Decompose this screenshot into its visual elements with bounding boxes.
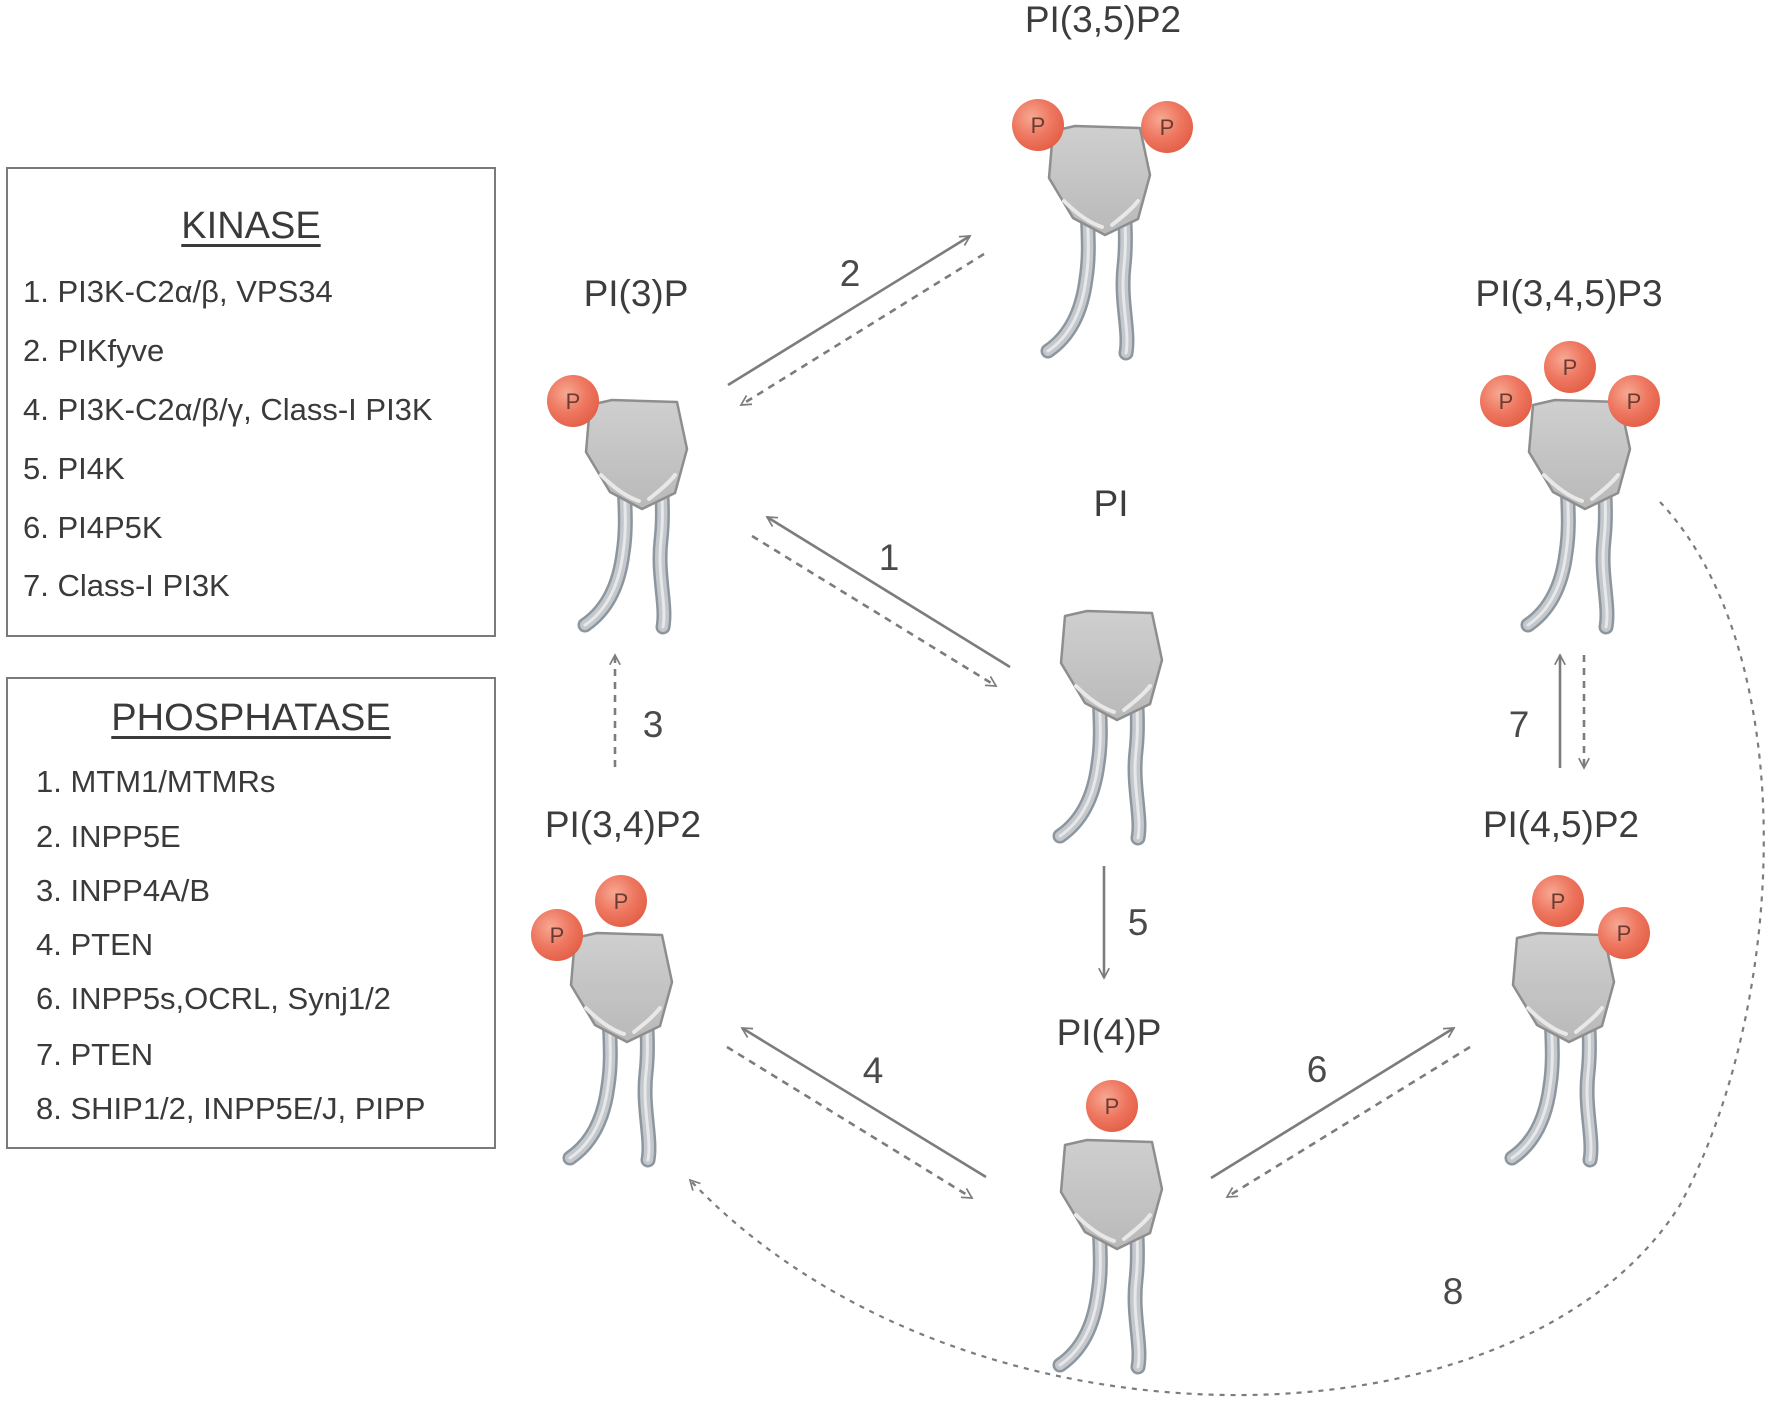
phosphatase-legend-title: PHOSPHATASE <box>111 697 391 739</box>
arrow-1-phosphatase <box>751 534 998 688</box>
svg-text:P: P <box>1563 355 1578 380</box>
phosphatase-legend-item: 3. INPP4A/B <box>36 873 211 908</box>
svg-text:P: P <box>1617 921 1632 946</box>
label-pi3p: PI(3)P <box>584 273 689 314</box>
svg-text:P: P <box>614 889 629 914</box>
phosphate-icon: P <box>531 909 583 961</box>
phosphate-icon: P <box>547 375 599 427</box>
step-numbers: 2 1 3 5 4 6 7 8 <box>643 253 1530 1312</box>
molecule-pi4p: P <box>1060 1080 1164 1367</box>
molecule-pi345p3: P P P <box>1480 341 1660 627</box>
svg-text:P: P <box>1105 1094 1120 1119</box>
arrow-6-kinase <box>1210 1026 1456 1180</box>
step-label-3: 3 <box>643 704 664 745</box>
label-pi45p2: PI(4,5)P2 <box>1483 804 1639 845</box>
phosphatase-legend-item: 4. PTEN <box>36 927 154 962</box>
phosphate-icon: P <box>1532 875 1584 927</box>
reaction-arrows <box>609 234 1765 1397</box>
molecule-pi34p2: P P <box>531 875 674 1160</box>
step-label-6: 6 <box>1307 1049 1328 1090</box>
phosphate-icon: P <box>1544 341 1596 393</box>
kinase-legend-item: 1. PI3K-C2α/β, VPS34 <box>23 274 333 309</box>
arrow-6-phosphatase <box>1225 1045 1471 1199</box>
molecule-pi <box>1060 609 1164 838</box>
step-label-2: 2 <box>840 253 861 294</box>
phosphate-icon: P <box>1480 375 1532 427</box>
molecule-pi45p2: P P <box>1512 875 1650 1160</box>
label-pi34p2: PI(3,4)P2 <box>545 804 701 845</box>
label-pi345p3: PI(3,4,5)P3 <box>1475 273 1662 314</box>
kinase-legend: KINASE 1. PI3K-C2α/β, VPS34 2. PIKfyve 4… <box>6 167 496 637</box>
phosphate-icon: P <box>1141 101 1193 153</box>
label-pi35p2: PI(3,5)P2 <box>1025 0 1181 40</box>
step-label-1: 1 <box>879 537 900 578</box>
kinase-legend-item: 4. PI3K-C2α/β/γ, Class-I PI3K <box>23 392 433 427</box>
arrow-2-phosphatase <box>739 252 985 407</box>
phosphatase-legend-item: 2. INPP5E <box>36 819 181 854</box>
phosphate-icon: P <box>1086 1080 1138 1132</box>
molecule-pi35p2: P P <box>1012 99 1193 353</box>
phosphate-icon: P <box>1608 375 1660 427</box>
kinase-legend-item: 7. Class-I PI3K <box>23 568 230 603</box>
label-pi: PI <box>1094 483 1129 524</box>
step-label-5: 5 <box>1128 902 1149 943</box>
step-label-7: 7 <box>1509 704 1530 745</box>
kinase-legend-item: 5. PI4K <box>23 451 125 486</box>
label-pi4p: PI(4)P <box>1057 1012 1162 1053</box>
kinase-legend-item: 2. PIKfyve <box>23 333 165 368</box>
svg-text:P: P <box>1499 389 1514 414</box>
step-label-4: 4 <box>863 1050 884 1091</box>
phosphatase-legend: PHOSPHATASE 1. MTM1/MTMRs 2. INPP5E 3. I… <box>6 677 496 1149</box>
phosphate-icon: P <box>1598 907 1650 959</box>
phosphatase-legend-item: 8. SHIP1/2, INPP5E/J, PIPP <box>36 1091 426 1126</box>
arrow-8-phosphatase <box>688 501 1765 1397</box>
phosphatase-legend-item: 7. PTEN <box>36 1037 154 1072</box>
svg-text:P: P <box>1627 389 1642 414</box>
molecule-pi3p: P <box>547 375 689 627</box>
svg-text:P: P <box>1160 115 1175 140</box>
step-label-8: 8 <box>1443 1271 1464 1312</box>
phosphate-icon: P <box>595 875 647 927</box>
arrow-4-phosphatase <box>726 1045 974 1200</box>
kinase-legend-item: 6. PI4P5K <box>23 510 163 545</box>
svg-text:P: P <box>1551 889 1566 914</box>
svg-text:P: P <box>550 923 565 948</box>
svg-text:P: P <box>1031 113 1046 138</box>
phosphate-icon: P <box>1012 99 1064 151</box>
phosphatase-legend-item: 1. MTM1/MTMRs <box>36 764 276 799</box>
molecule-labels: PI(3,5)P2 PI(3)P PI(3,4,5)P3 PI PI(3,4)P… <box>545 0 1663 1053</box>
svg-text:P: P <box>566 389 581 414</box>
arrow-2-kinase <box>727 234 972 387</box>
phosphatase-legend-item: 6. INPP5s,OCRL, Synj1/2 <box>36 981 391 1016</box>
arrow-4-kinase <box>740 1026 987 1179</box>
arrow-1-kinase <box>765 515 1011 669</box>
kinase-legend-title: KINASE <box>181 205 321 247</box>
